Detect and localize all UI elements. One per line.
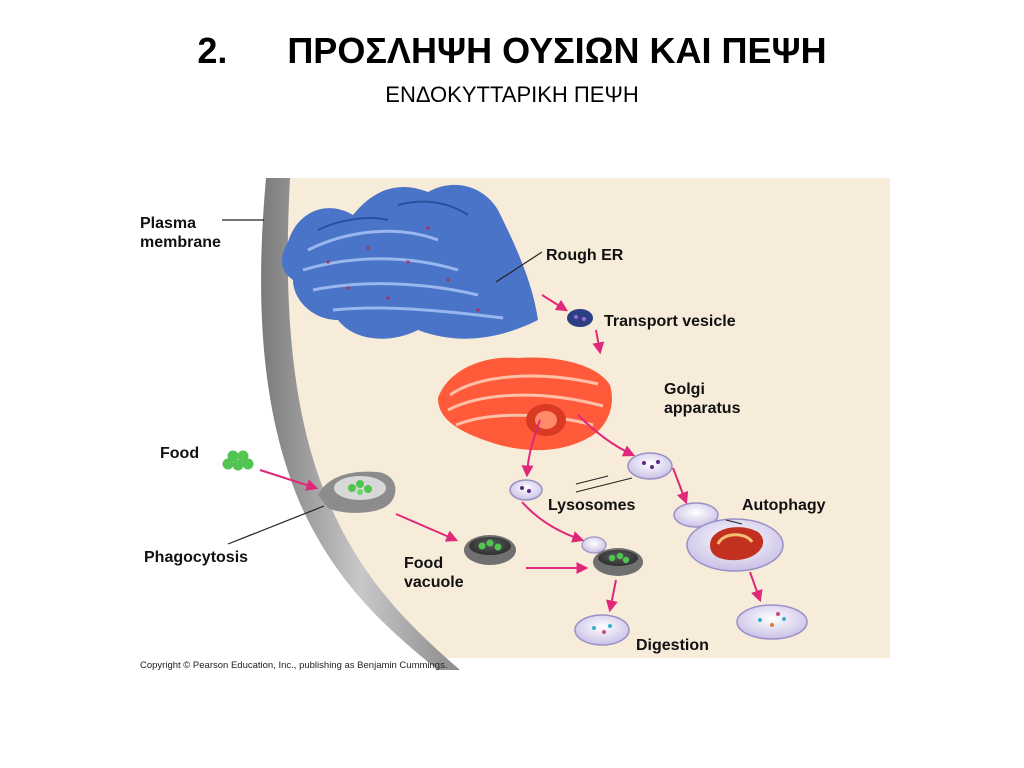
lysosome-large — [627, 452, 673, 480]
label-digestion: Digestion — [636, 637, 709, 654]
digestion-vesicle-left — [574, 614, 630, 646]
label-phagocytosis: Phagocytosis — [144, 549, 249, 566]
lysosome-small — [509, 479, 543, 501]
food-graphic — [222, 450, 254, 471]
process-arrows — [259, 294, 763, 613]
rough-er-graphic — [281, 184, 538, 339]
label-lysosomes: Lysosomes — [548, 497, 636, 514]
label-food-vacuole: Food vacuole — [404, 555, 464, 591]
golgi-graphic — [438, 357, 612, 451]
copyright-notice: Copyright © Pearson Education, Inc., pub… — [140, 660, 448, 671]
label-golgi-apparatus: Golgi apparatus — [664, 381, 741, 417]
endocytosis-diagram: Plasma membrane Rough ER Transport vesic… — [138, 170, 898, 680]
digestion-vesicle-right — [736, 604, 808, 640]
slide-title-text: ΠΡΟΣΛΗΨΗ ΟΥΣΙΩΝ ΚΑΙ ΠΕΨΗ — [287, 30, 827, 71]
autophagy-lysosome — [673, 502, 719, 528]
diagram-graphic — [222, 178, 890, 670]
slide-number: 2. — [197, 30, 228, 71]
label-food: Food — [160, 445, 200, 462]
slide-subtitle: ΕΝΔΟΚΥΤΤΑΡΙΚΗ ΠΕΨΗ — [385, 82, 639, 107]
label-plasma-membrane: Plasma membrane — [140, 215, 221, 251]
fusing-lysosome — [581, 536, 607, 554]
label-autophagy: Autophagy — [742, 497, 826, 514]
plasma-membrane — [261, 178, 460, 670]
slide-title: 2. ΠΡΟΣΛΗΨΗ ΟΥΣΙΩΝ ΚΑΙ ΠΕΨΗ — [0, 30, 1024, 72]
transport-vesicle-graphic — [567, 309, 593, 327]
label-transport-vesicle: Transport vesicle — [604, 313, 736, 330]
label-rough-er: Rough ER — [546, 247, 624, 264]
